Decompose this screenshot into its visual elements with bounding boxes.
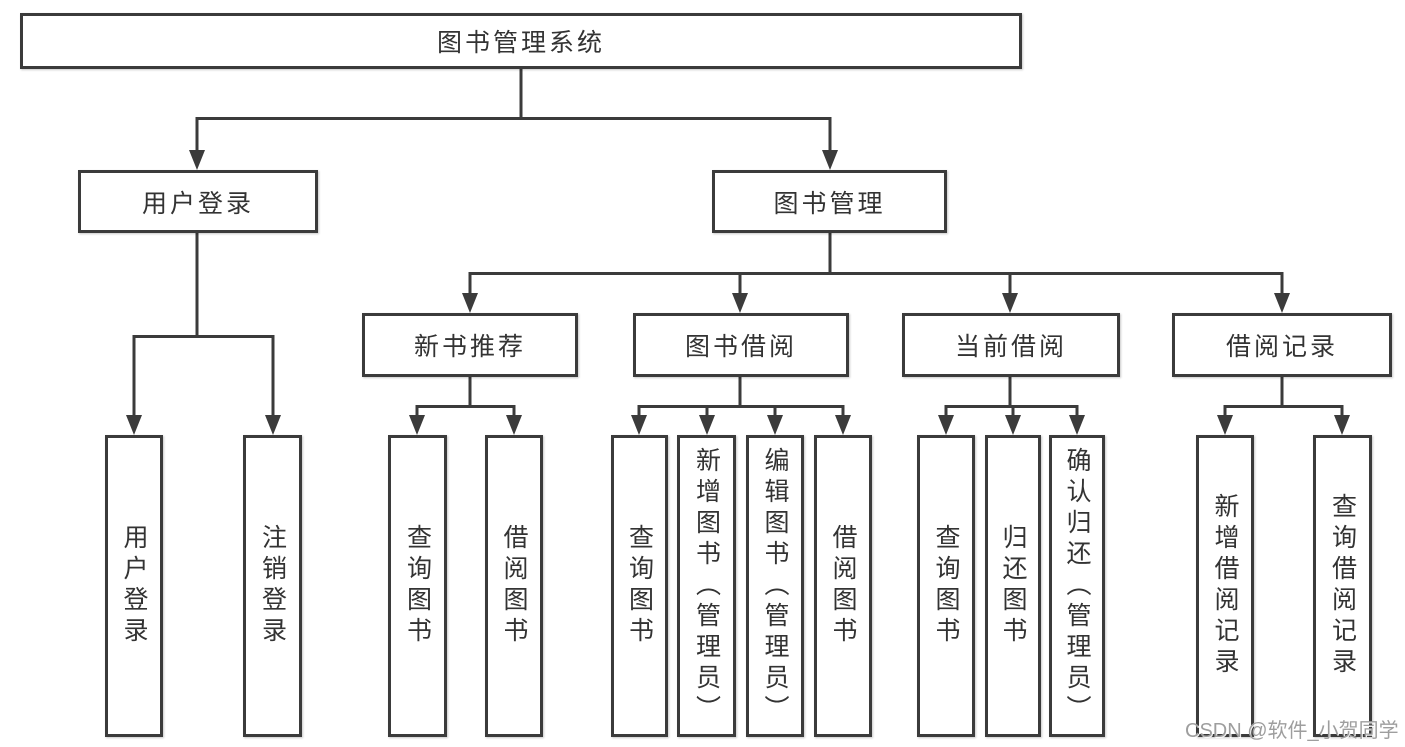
node-current-borrowing: 当前借阅 bbox=[902, 313, 1120, 377]
node-label: 当前借阅 bbox=[954, 333, 1067, 361]
node-label: 新增图书（管理员） bbox=[692, 446, 721, 726]
leaf-borrowing-borrow-book: 借阅图书 bbox=[814, 435, 872, 737]
leaf-current-query-book: 查询图书 bbox=[917, 435, 975, 737]
node-label: 确认归还（管理员） bbox=[1063, 446, 1091, 726]
arrow-down-icon bbox=[631, 415, 647, 435]
node-label: 归还图书 bbox=[999, 524, 1027, 648]
node-label: 用户登录 bbox=[141, 189, 254, 218]
connector-current-borrowing-branch bbox=[944, 377, 1079, 421]
node-label: 查询图书 bbox=[403, 524, 432, 648]
node-user-login: 用户登录 bbox=[78, 170, 318, 233]
node-book-management: 图书管理 bbox=[712, 170, 947, 233]
node-new-book-recommend: 新书推荐 bbox=[362, 313, 578, 377]
node-label: 图书管理 bbox=[773, 189, 886, 218]
arrow-down-icon bbox=[265, 415, 281, 435]
leaf-logout: 注销登录 bbox=[243, 435, 302, 737]
node-label: 查询图书 bbox=[625, 524, 654, 648]
node-label: 用户登录 bbox=[120, 524, 148, 648]
arrow-down-icon bbox=[835, 415, 851, 435]
arrow-down-icon bbox=[1274, 293, 1290, 313]
node-label: 新书推荐 bbox=[413, 333, 526, 361]
leaf-recommend-query-book: 查询图书 bbox=[388, 435, 447, 737]
arrow-down-icon bbox=[1334, 415, 1350, 435]
arrow-down-icon bbox=[1069, 415, 1085, 435]
leaf-current-confirm-return-admin: 确认归还（管理员） bbox=[1049, 435, 1105, 737]
node-label: 新增借阅记录 bbox=[1211, 493, 1239, 679]
leaf-borrowing-add-book-admin: 新增图书（管理员） bbox=[677, 435, 736, 737]
connector-user-login-branch bbox=[132, 233, 275, 421]
arrow-down-icon bbox=[462, 293, 478, 313]
leaf-borrowing-edit-book-admin: 编辑图书（管理员） bbox=[746, 435, 804, 737]
node-label: 查询借阅记录 bbox=[1328, 493, 1357, 679]
node-label: 注销登录 bbox=[258, 524, 287, 648]
connector-borrowing-records-branch bbox=[1223, 377, 1344, 421]
node-label: 图书借阅 bbox=[684, 333, 797, 361]
connector-new-book-recommend-branch bbox=[415, 377, 516, 421]
node-label: 图书管理系统 bbox=[436, 29, 605, 57]
arrow-down-icon bbox=[699, 415, 715, 435]
leaf-recommend-borrow-book: 借阅图书 bbox=[485, 435, 543, 737]
leaf-borrowing-query-book: 查询图书 bbox=[611, 435, 668, 737]
arrow-down-icon bbox=[1217, 415, 1233, 435]
arrow-down-icon bbox=[732, 293, 748, 313]
arrow-down-icon bbox=[1002, 293, 1018, 313]
node-label: 借阅记录 bbox=[1225, 333, 1338, 361]
node-label: 编辑图书（管理员） bbox=[761, 446, 789, 726]
arrow-down-icon bbox=[189, 150, 205, 170]
csdn-watermark: CSDN @软件_小贺同学 bbox=[1185, 720, 1399, 742]
node-borrowing-records: 借阅记录 bbox=[1172, 313, 1392, 377]
arrow-down-icon bbox=[126, 415, 142, 435]
leaf-user-login: 用户登录 bbox=[105, 435, 163, 737]
leaf-records-add-record: 新增借阅记录 bbox=[1196, 435, 1254, 737]
connector-book-borrowing-branch bbox=[637, 377, 845, 421]
node-label: 借阅图书 bbox=[500, 524, 528, 648]
arrow-down-icon bbox=[767, 415, 783, 435]
arrow-down-icon bbox=[409, 415, 425, 435]
arrow-down-icon bbox=[1005, 415, 1021, 435]
arrow-down-icon bbox=[822, 150, 838, 170]
connector-book-management-branch bbox=[468, 233, 1284, 298]
leaf-records-query-record: 查询借阅记录 bbox=[1313, 435, 1372, 737]
arrow-down-icon bbox=[938, 415, 954, 435]
node-root-library-system: 图书管理系统 bbox=[20, 13, 1022, 69]
arrow-down-icon bbox=[506, 415, 522, 435]
node-label: 查询图书 bbox=[932, 524, 960, 648]
connector-root-to-level2 bbox=[195, 69, 832, 153]
leaf-current-return-book: 归还图书 bbox=[985, 435, 1041, 737]
node-book-borrowing: 图书借阅 bbox=[633, 313, 849, 377]
node-label: 借阅图书 bbox=[829, 524, 857, 648]
